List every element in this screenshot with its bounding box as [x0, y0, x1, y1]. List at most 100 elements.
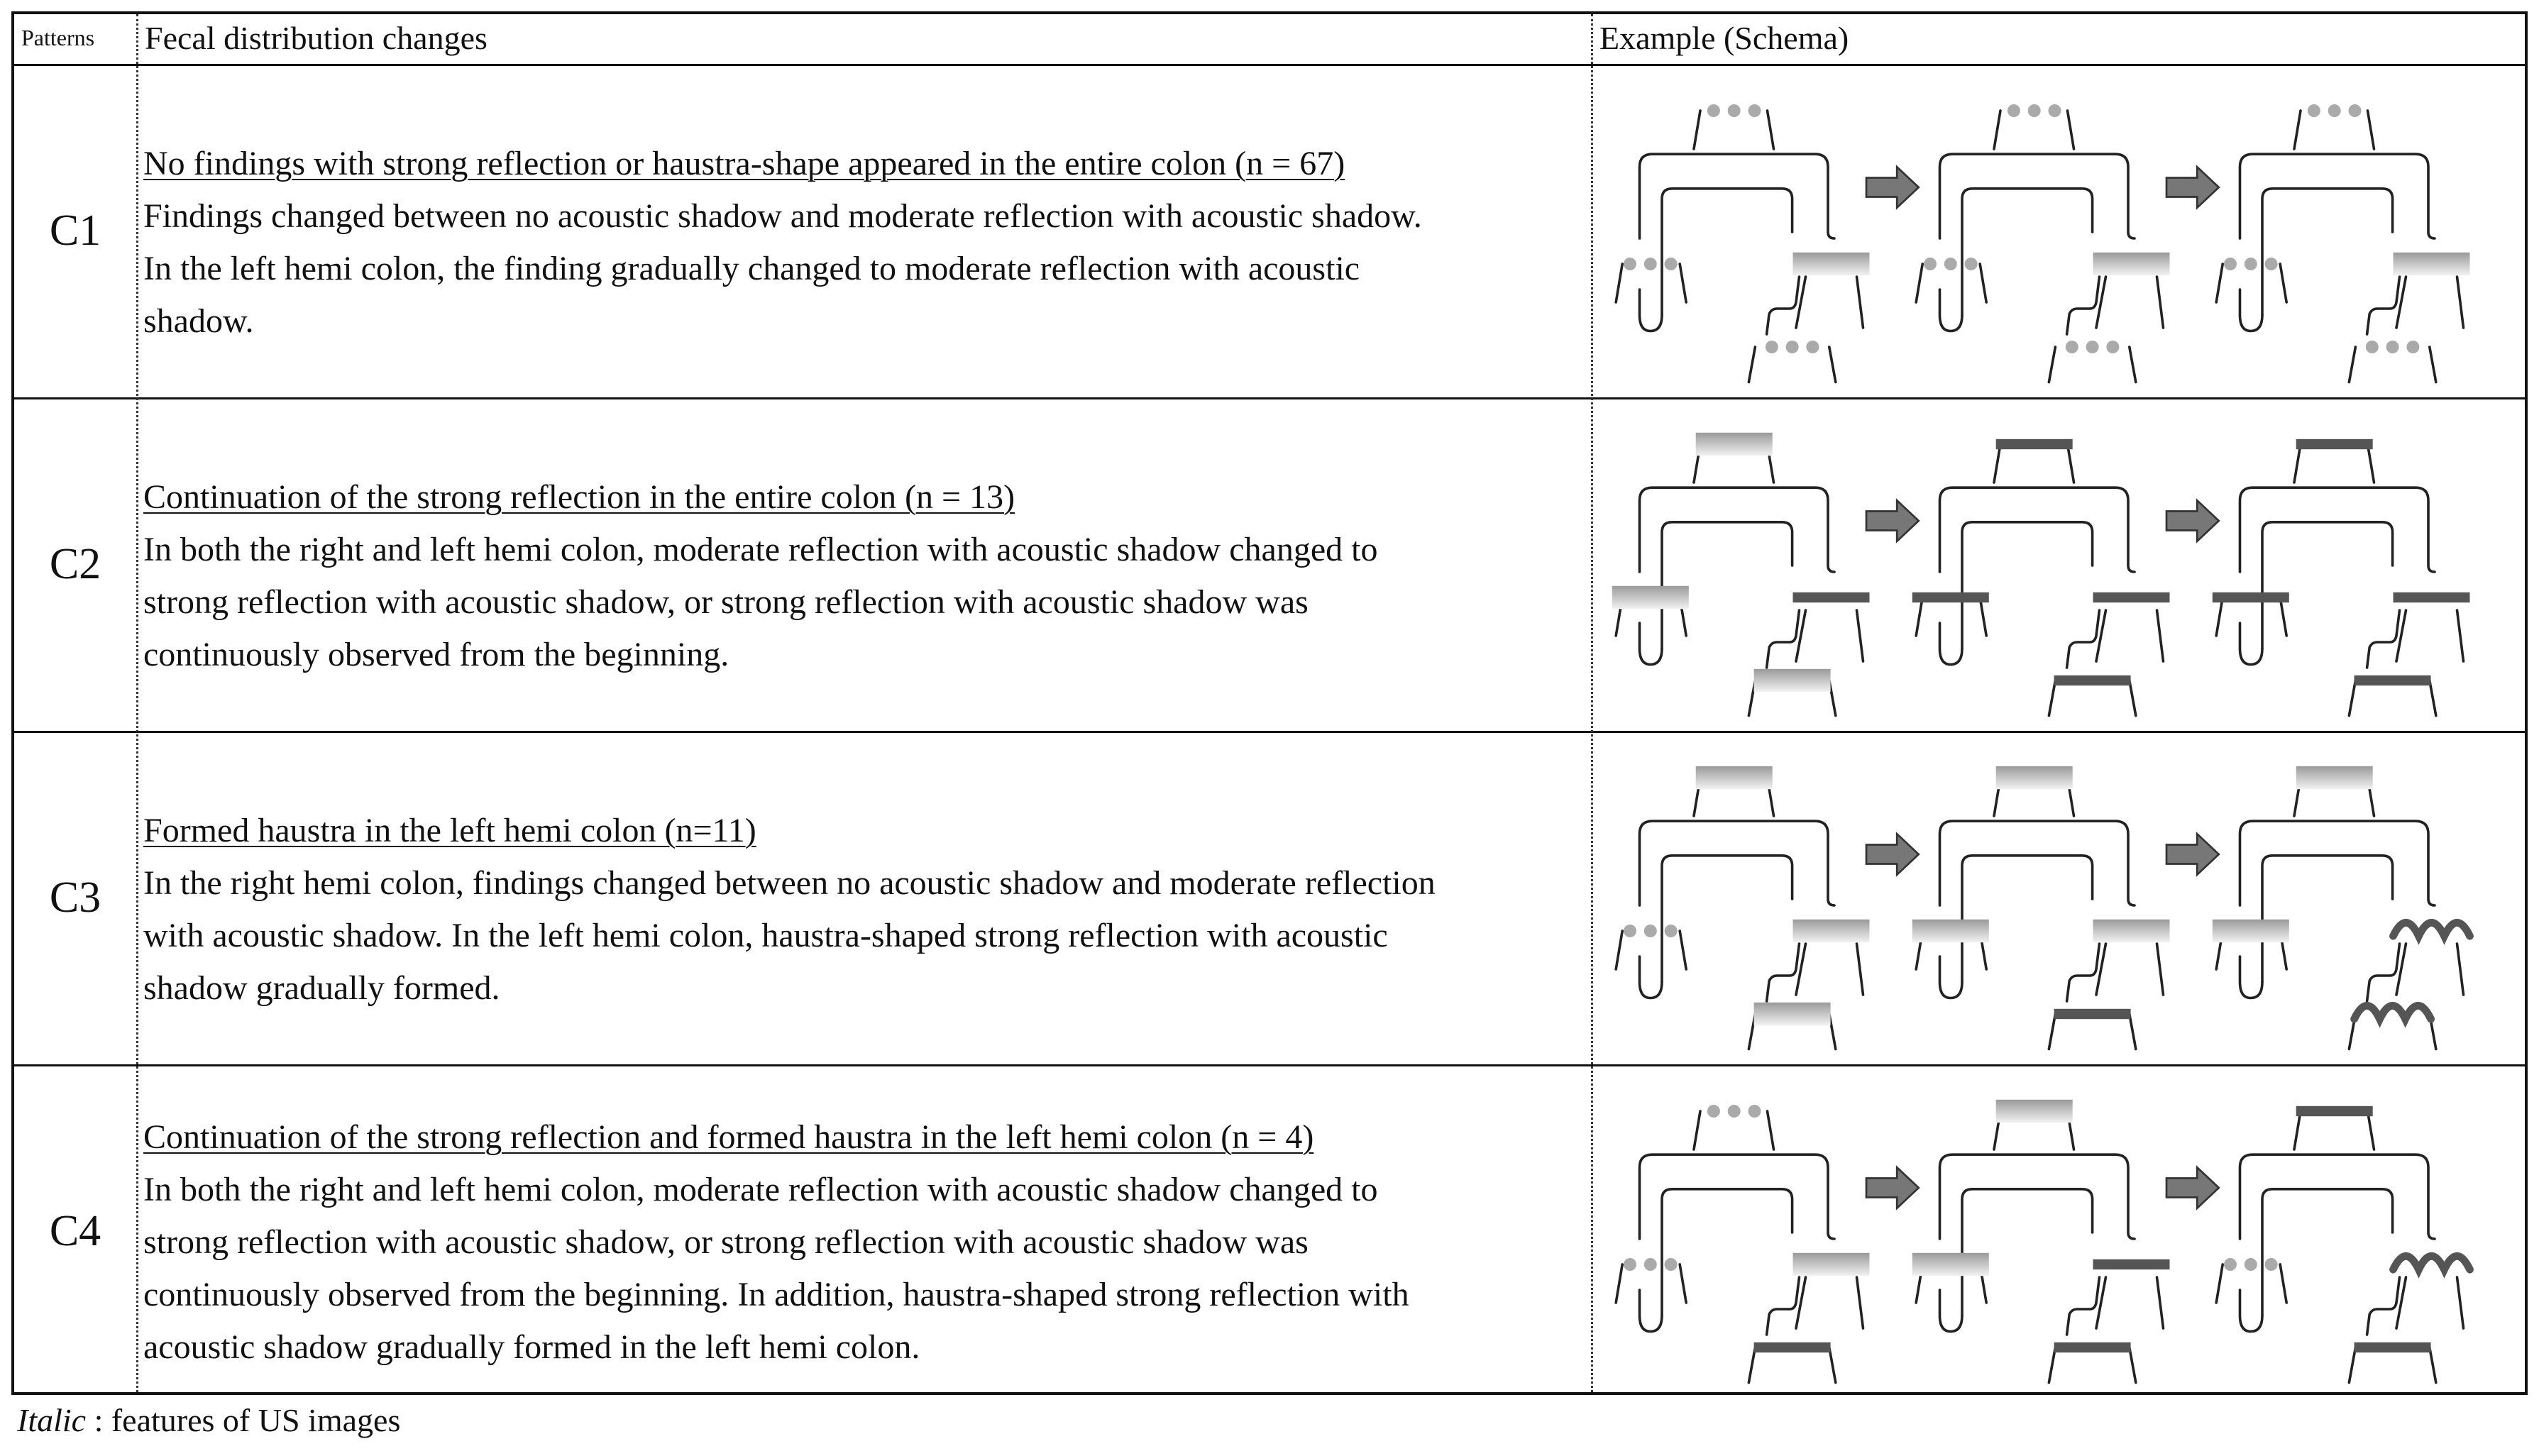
- transverse-wall-right: [2366, 1110, 2376, 1151]
- colon-inner-wall: [2261, 854, 2394, 983]
- colon-inner-wall: [1660, 854, 1794, 983]
- sigmoid-finding-strong-reflection: [2054, 675, 2131, 686]
- transverse-wall-left: [1993, 109, 2002, 150]
- right-hemi-finding-moderate-reflection: [1912, 1252, 1989, 1276]
- sigmoid-colon: [2365, 1276, 2401, 1336]
- cecum-loop: [2238, 955, 2264, 1000]
- cecum-loop: [1938, 1289, 1964, 1333]
- row-line: In both the right and left hemi colon, m…: [143, 531, 1378, 568]
- transverse-wall-right: [2366, 443, 2376, 484]
- progression-arrow: [1865, 832, 1920, 877]
- right-hemi-finding-dot: [1624, 1258, 1636, 1271]
- sigmoid-finding-dot: [2406, 341, 2420, 353]
- schema-diagram: [1612, 432, 2470, 717]
- sigmoid-finding-moderate-reflection: [1753, 1002, 1831, 1026]
- left-hemi-finding-strong-reflection: [2093, 592, 2170, 603]
- sigmoid-finding-dot: [1806, 341, 1819, 353]
- progression-arrow: [1865, 498, 1920, 544]
- sigmoid-colon: [1765, 609, 1801, 669]
- sigmoid-wall-left: [1747, 346, 1757, 384]
- row-line: acoustic shadow gradually formed in the …: [143, 1328, 920, 1366]
- colon-schema-2: [1915, 104, 2170, 384]
- colon-outer-wall: [1638, 486, 1836, 573]
- sigmoid-finding-dot: [2086, 341, 2099, 353]
- ascending-wall-left: [1614, 1263, 1624, 1304]
- transverse-finding-moderate-reflection: [2296, 766, 2373, 790]
- sigmoid-wall-right: [1828, 346, 1837, 384]
- sigmoid-finding-strong-reflection: [2354, 675, 2431, 686]
- transverse-wall-left: [2293, 109, 2302, 150]
- sigmoid-wall-left: [2347, 346, 2357, 384]
- schema-diagram: [1614, 104, 2470, 384]
- sigmoid-finding-dot: [2365, 341, 2379, 353]
- right-hemi-finding-dot: [2244, 1258, 2257, 1271]
- row-line: continuously observed from the beginning…: [143, 636, 729, 673]
- column-divider: [136, 14, 138, 1392]
- row-line: strong reflection with acoustic shadow, …: [143, 1223, 1309, 1261]
- colon-inner-wall: [1961, 521, 2094, 650]
- right-hemi-finding-strong-reflection: [2212, 592, 2289, 603]
- descending-wall-left: [1795, 1276, 1807, 1330]
- descending-wall-right: [2455, 942, 2465, 996]
- row-description: Continuation of the strong reflection an…: [143, 1111, 1591, 1374]
- descending-wall-left: [2095, 1276, 2108, 1330]
- sigmoid-wall-right: [2128, 1346, 2137, 1384]
- ascending-wall-left: [2215, 1263, 2225, 1304]
- sigmoid-finding-strong-reflection: [1753, 1342, 1831, 1353]
- row-line: In the right hemi colon, findings change…: [143, 864, 1436, 902]
- descending-wall-left: [2395, 609, 2408, 663]
- left-hemi-finding-strong-reflection: [2393, 592, 2470, 603]
- descending-wall-right: [2455, 1276, 2465, 1330]
- left-hemi-finding-haustra-reflection: [2389, 919, 2474, 945]
- transverse-finding-dot: [2027, 104, 2041, 117]
- colon-schema-1: [1614, 104, 1870, 384]
- ascending-wall-left: [2215, 596, 2225, 637]
- transverse-wall-left: [1692, 109, 1702, 150]
- colon-inner-wall: [1660, 1188, 1794, 1317]
- column-divider: [1591, 14, 1593, 1392]
- row-line: with acoustic shadow. In the left hemi c…: [143, 917, 1388, 954]
- colon-inner-wall: [1961, 854, 2094, 983]
- sigmoid-wall-left: [2047, 346, 2057, 384]
- cecum-loop: [1938, 288, 1964, 333]
- left-hemi-finding-haustra-reflection: [2389, 1252, 2474, 1279]
- row-description: No findings with strong reflection or ha…: [143, 138, 1591, 348]
- transverse-finding-moderate-reflection: [1995, 1099, 2073, 1123]
- colon-inner-wall: [2261, 1188, 2394, 1317]
- descending-wall-left: [2095, 275, 2108, 329]
- row-line: strong reflection with acoustic shadow, …: [143, 583, 1309, 621]
- colon-outer-wall: [1638, 820, 1836, 907]
- transverse-wall-right: [2066, 109, 2076, 150]
- cecum-loop: [1938, 622, 1964, 666]
- colon-outer-wall: [2238, 486, 2436, 573]
- ascending-wall-right: [1678, 1263, 1688, 1304]
- row-divider: [14, 397, 2525, 399]
- transverse-finding-strong-reflection: [2296, 439, 2373, 450]
- pattern-label: C4: [49, 1207, 101, 1255]
- colon-schema-1: [1614, 766, 1870, 1051]
- colon-outer-wall: [1638, 1153, 1836, 1240]
- row-line: In both the right and left hemi colon, m…: [143, 1171, 1378, 1208]
- left-hemi-finding-moderate-reflection: [2093, 252, 2170, 276]
- descending-wall-left: [2395, 942, 2408, 996]
- transverse-finding-dot: [1727, 1105, 1741, 1118]
- colon-schema-2: [1912, 766, 2170, 1051]
- descending-wall-right: [1855, 609, 1865, 663]
- colon-inner-wall: [2261, 521, 2394, 650]
- sigmoid-wall-left: [2047, 1013, 2057, 1051]
- ascending-wall-left: [1915, 596, 1924, 637]
- ascending-wall-right: [1978, 596, 1988, 637]
- right-hemi-finding-dot: [1643, 1258, 1657, 1271]
- right-hemi-finding-dot: [1643, 925, 1657, 937]
- sigmoid-colon: [2365, 275, 2401, 336]
- row-divider: [14, 1064, 2525, 1066]
- descending-wall-right: [1855, 942, 1865, 996]
- progression-arrow: [2165, 832, 2220, 877]
- sigmoid-colon: [2065, 275, 2101, 336]
- descending-wall-right: [1855, 275, 1865, 329]
- colon-inner-wall: [1660, 521, 1794, 650]
- right-hemi-finding-strong-reflection: [1912, 592, 1989, 603]
- header-patterns: Patterns: [21, 25, 95, 50]
- left-hemi-finding-moderate-reflection: [1792, 1252, 1870, 1276]
- descending-wall-right: [2155, 1276, 2165, 1330]
